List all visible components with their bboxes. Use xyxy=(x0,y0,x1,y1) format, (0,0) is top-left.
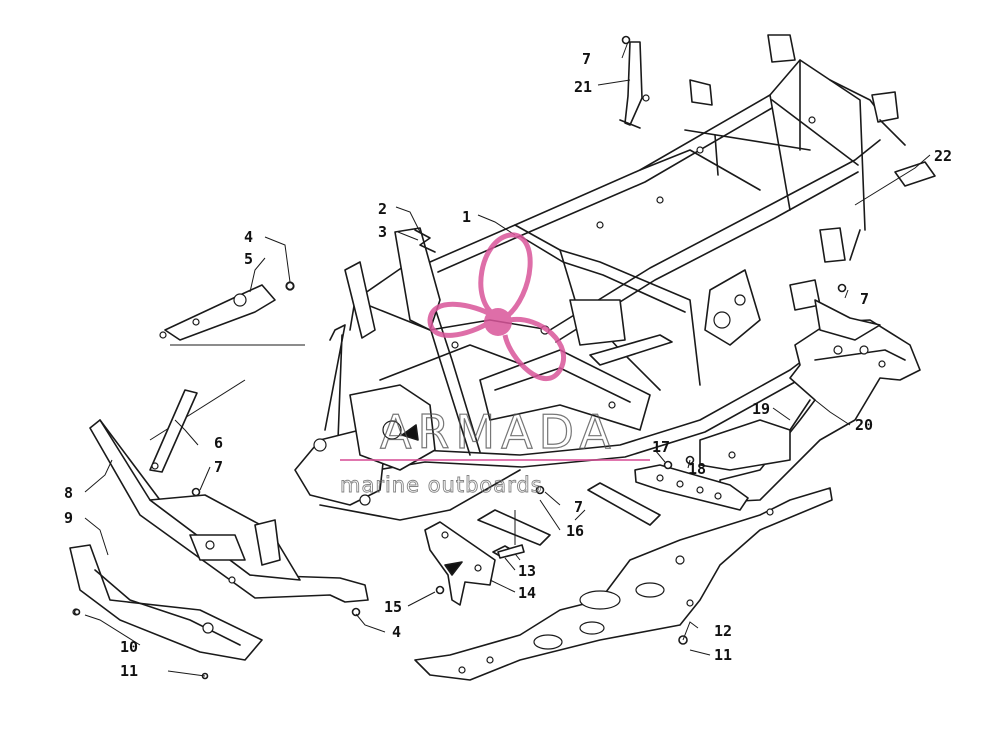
callout-14: 14 xyxy=(518,584,536,602)
bracket-strap-part-21 xyxy=(619,41,650,129)
callout-7-top: 7 xyxy=(582,50,591,68)
callout-15: 15 xyxy=(384,598,402,616)
wire-clip-part-3 xyxy=(414,229,436,253)
callout-4-top: 4 xyxy=(244,228,253,246)
callout-3: 3 xyxy=(378,223,387,241)
footrest-brace-part-19 xyxy=(699,399,811,471)
callout-11-right: 11 xyxy=(714,646,732,664)
callout-19: 19 xyxy=(752,400,770,418)
front-bracket-part-5 xyxy=(149,281,305,441)
watermark-brand: ARMADA xyxy=(380,405,617,459)
callout-13: 13 xyxy=(518,562,536,580)
bumper-brace-part-6 xyxy=(149,389,198,473)
propeller-icon xyxy=(427,232,567,381)
callout-7-left: 7 xyxy=(214,458,223,476)
arrow-marker xyxy=(401,424,419,441)
callout-8: 8 xyxy=(64,484,73,502)
callout-16: 16 xyxy=(566,522,584,540)
decal-part-22 xyxy=(894,161,936,187)
callout-labels: 1 2 3 4 4 5 6 7 7 7 7 8 9 10 11 11 12 13… xyxy=(64,50,952,680)
callout-7-right: 7 xyxy=(860,290,869,308)
callout-1: 1 xyxy=(462,208,471,226)
skid-plate-part-12 xyxy=(414,487,833,681)
watermark-tagline: marine outboards xyxy=(340,473,543,497)
callout-11-left: 11 xyxy=(120,662,138,680)
propeller-blade-right xyxy=(502,316,567,381)
callout-9: 9 xyxy=(64,509,73,527)
front-skid-guard-part-9 xyxy=(69,544,263,661)
callout-10: 10 xyxy=(120,638,138,656)
leader-lines xyxy=(84,41,931,677)
rubber-pads-part-16 xyxy=(477,482,661,546)
propeller-hub xyxy=(484,308,512,336)
callout-21: 21 xyxy=(574,78,592,96)
front-bumper-part-8 xyxy=(89,419,369,603)
fasteners xyxy=(73,35,847,680)
callout-17: 17 xyxy=(652,438,670,456)
propeller-blade-left xyxy=(427,301,494,338)
callout-20: 20 xyxy=(855,416,873,434)
callout-18: 18 xyxy=(688,460,706,478)
callout-2: 2 xyxy=(378,200,387,218)
footrest-bracket-part-18 xyxy=(634,464,749,511)
callout-22: 22 xyxy=(934,147,952,165)
callout-12: 12 xyxy=(714,622,732,640)
propeller-blade-top xyxy=(478,232,533,320)
footrest-frame-part-20 xyxy=(719,299,921,503)
arrow-marker xyxy=(444,561,463,576)
callout-4-bottom: 4 xyxy=(392,623,401,641)
callout-6: 6 xyxy=(214,434,223,452)
callout-7-center: 7 xyxy=(574,498,583,516)
callout-5: 5 xyxy=(244,250,253,268)
watermark-logo xyxy=(427,232,567,381)
